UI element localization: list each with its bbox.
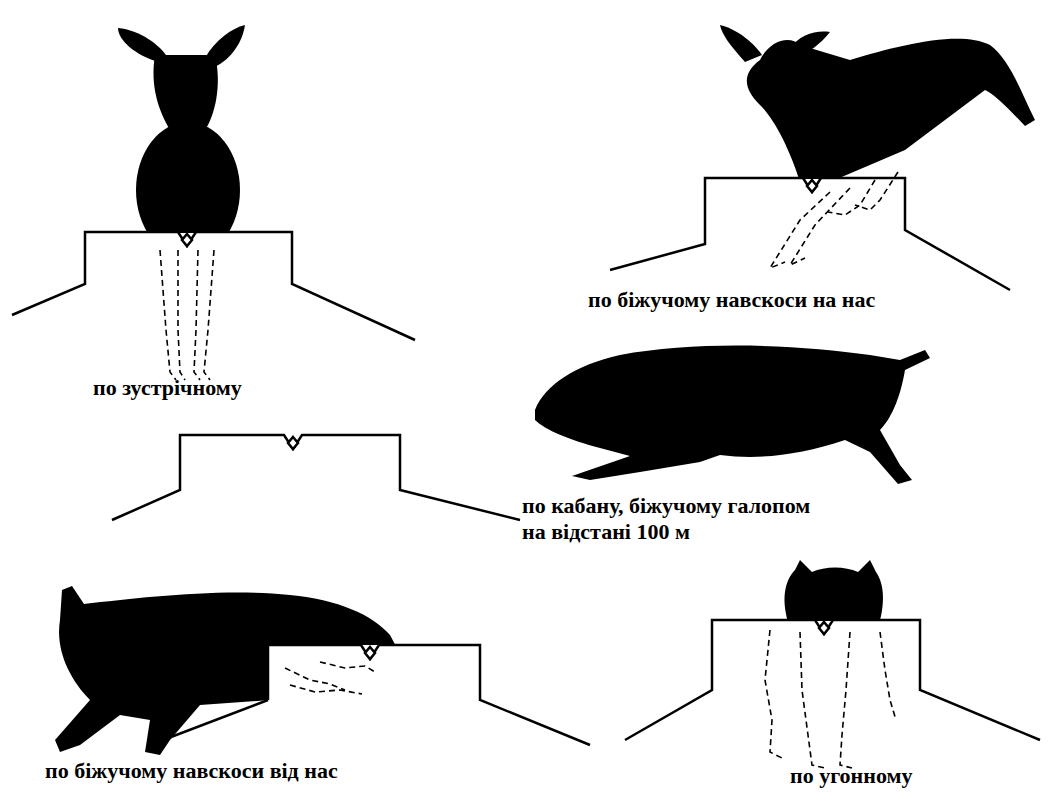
deer-body [747,39,1035,182]
hidden-leg [880,632,896,720]
sight-fill [86,233,291,285]
front-sight [807,180,817,192]
front-sight [288,437,298,449]
rear-sight [12,232,415,340]
hidden-leg [800,632,825,768]
rear-sight [150,645,590,745]
sight-fill [706,179,904,244]
hidden-leg [178,250,185,380]
hidden-leg [828,180,875,215]
front-sight [182,234,192,246]
rear-sight [625,620,1040,740]
hidden-leg [160,250,176,380]
hidden-leg [855,172,898,210]
caption: по біжучому навскоси від нас [45,758,338,784]
rear-sight [112,435,520,520]
front-sight [819,622,829,634]
hidden-leg [204,250,214,380]
boar-body [535,346,930,484]
caption: по угонному [790,763,913,789]
hidden-leg [320,662,375,672]
front-sight [365,647,375,659]
rear-sight [610,178,1010,290]
hidden-leg [765,630,782,758]
sight-fill [713,621,919,689]
hidden-leg [840,632,852,768]
sight-fill [268,645,480,700]
hidden-leg [290,685,362,694]
caption: по кабану, біжучому галопом на відстані … [522,493,815,546]
caption: по зустрічному [93,375,242,401]
hidden-leg [790,188,850,265]
boar-rear [785,560,883,628]
caption: по біжучому навскоси на нас [588,287,875,313]
hidden-leg [194,250,200,380]
deer-ear [720,25,762,62]
hidden-leg [770,192,830,268]
deer-head [153,55,217,130]
